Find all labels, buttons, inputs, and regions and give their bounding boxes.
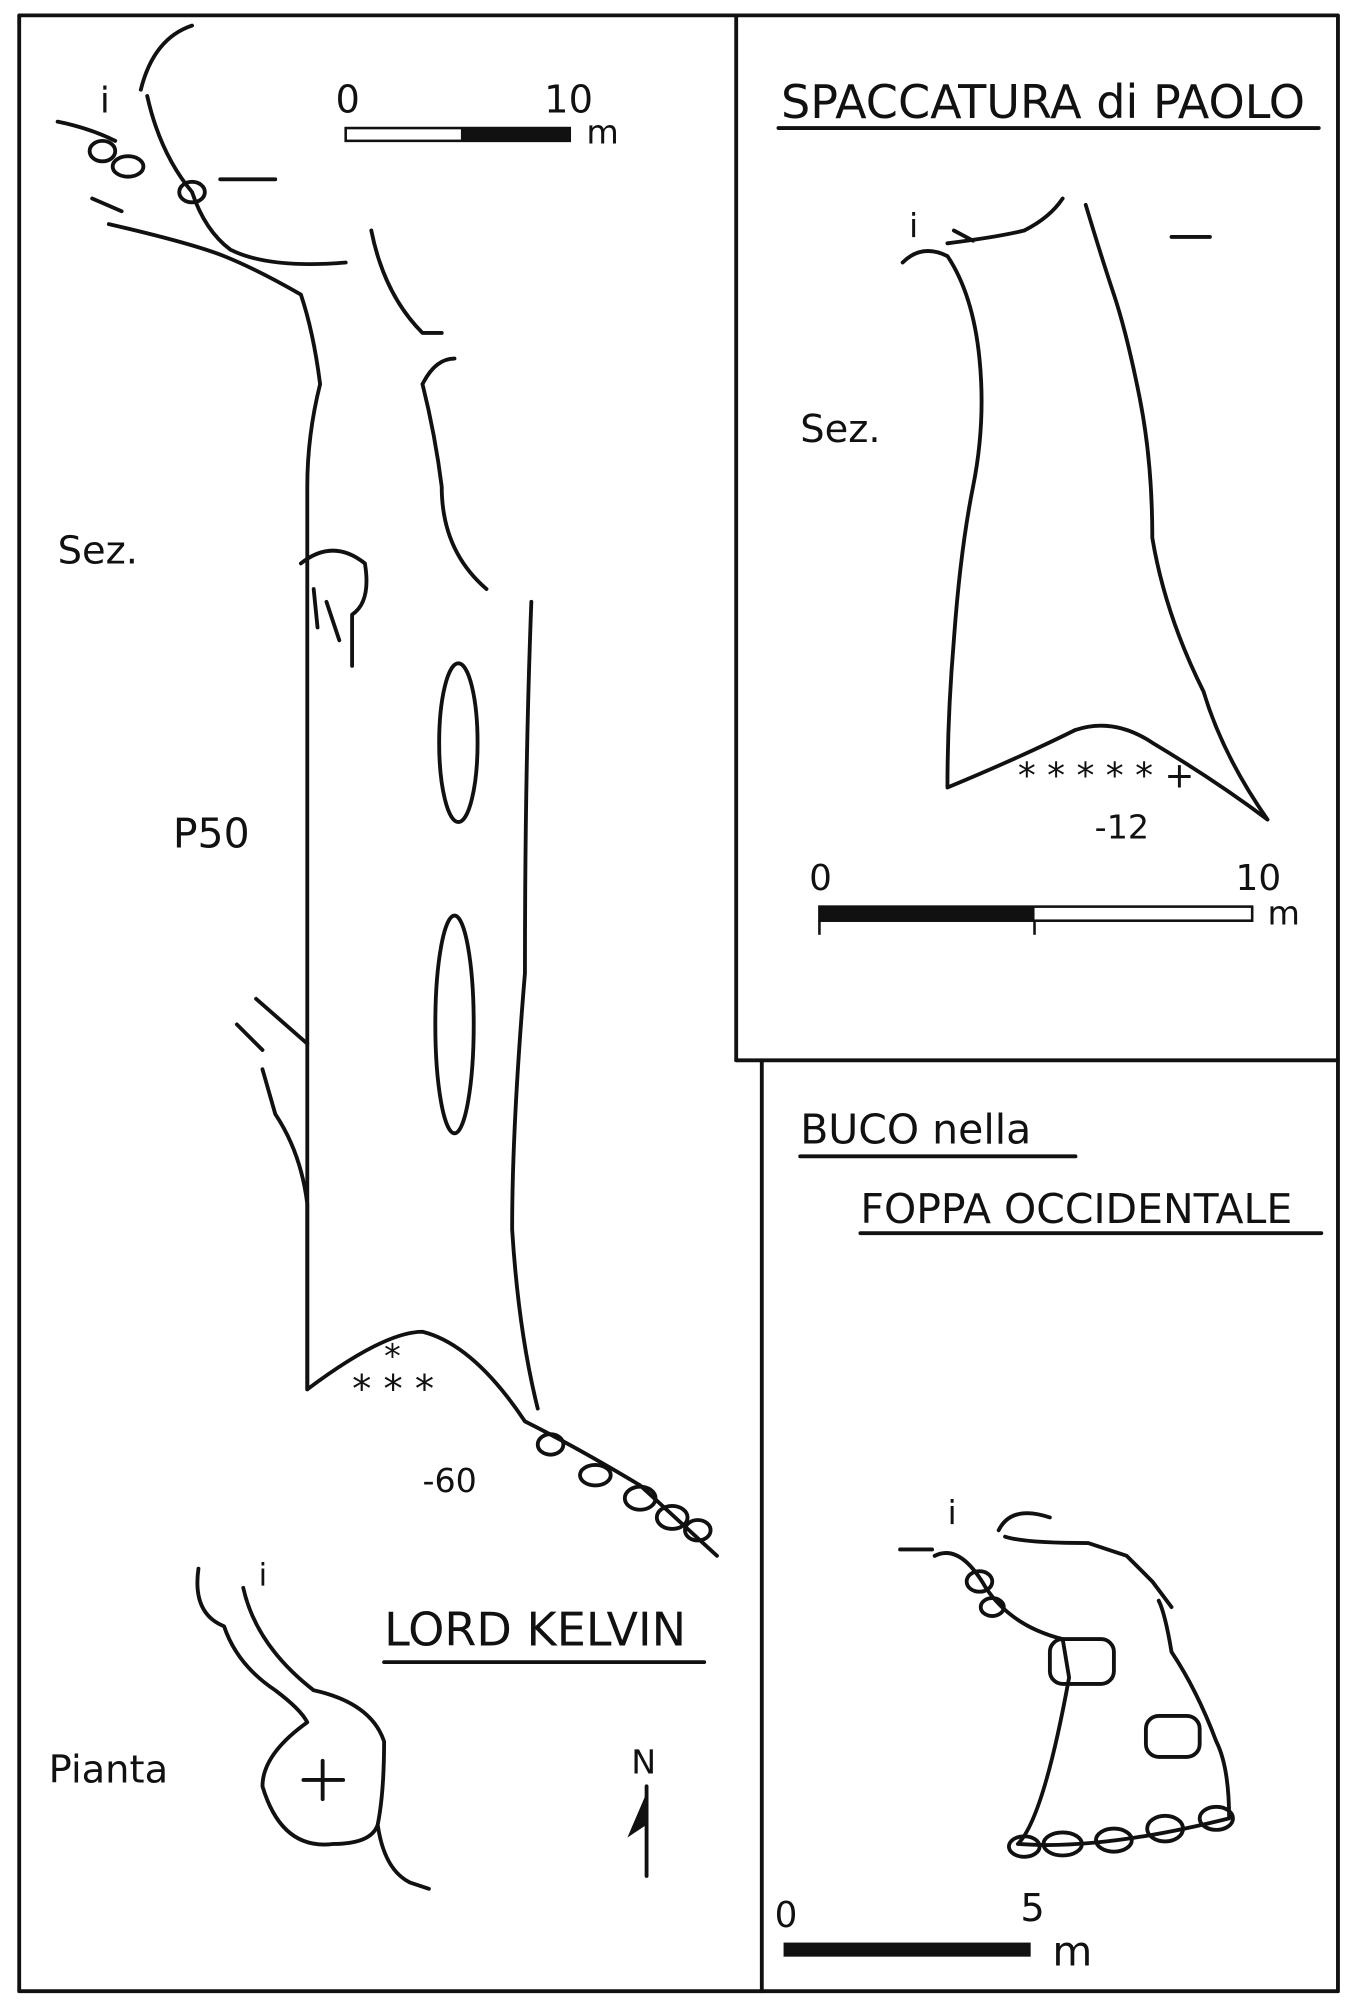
spaccatura-entrance-label: i (909, 206, 918, 245)
panel-frames (17, 13, 1340, 1994)
lord-kelvin-scale-start: 0 (335, 78, 359, 123)
lord-kelvin-plan-label: Pianta (49, 1748, 168, 1793)
buco-entrance-label: i (947, 1493, 956, 1532)
spaccatura-scale-start: 0 (809, 858, 832, 899)
buco-scale-end: 5 (1020, 1886, 1044, 1931)
lord-kelvin-section-drawing: * * * * (55, 23, 719, 1558)
spaccatura-scale-end: 10 (1236, 858, 1282, 899)
spaccatura-title: SPACCATURA di PAOLO (781, 75, 1305, 129)
lord-kelvin-scale-end: 10 (544, 78, 593, 123)
spaccatura-panel: SPACCATURA di PAOLO i Sez. * * * * * + -… (776, 75, 1321, 935)
lord-kelvin-title: LORD KELVIN (384, 1602, 686, 1656)
svg-text:*: * (384, 1337, 401, 1376)
lord-kelvin-section-label: Sez. (58, 528, 138, 573)
lord-kelvin-plan-drawing (195, 1566, 431, 1891)
lord-kelvin-plan-entrance-label: i (259, 1557, 268, 1593)
lord-kelvin-scale-bar: 0 10 m (335, 78, 618, 152)
spaccatura-depth-label: -12 (1095, 808, 1149, 847)
buco-title-line2: FOPPA OCCIDENTALE (860, 1185, 1292, 1233)
lord-kelvin-panel: 0 10 m i Sez. P50 -60 * * * * LORD KELVI… (49, 23, 719, 1891)
lord-kelvin-entrance-label: i (100, 81, 110, 122)
lord-kelvin-scale-unit: m (586, 112, 618, 151)
lord-kelvin-north-label: N (631, 1743, 656, 1782)
boulder-symbols: * * * * * + (1018, 756, 1195, 797)
spaccatura-scale-unit: m (1268, 894, 1300, 933)
buco-scale-start: 0 (775, 1895, 798, 1936)
lord-kelvin-depth-label: -60 (423, 1461, 477, 1500)
boulder-symbols: * * * (352, 1367, 434, 1412)
buco-scale-bar: 0 m 5 m (775, 1886, 1093, 1976)
spaccatura-scale-bar: 0 10 m (809, 858, 1300, 935)
buco-scale-unit: m (1052, 1928, 1092, 1976)
lord-kelvin-shaft-label: P50 (173, 810, 250, 858)
spaccatura-section-label: Sez. (800, 407, 880, 452)
buco-panel: BUCO nella FOPPA OCCIDENTALE i 0 m 5 m (775, 1106, 1324, 1976)
north-arrow: N (627, 1743, 656, 1878)
buco-title-line1: BUCO nella (800, 1106, 1031, 1154)
